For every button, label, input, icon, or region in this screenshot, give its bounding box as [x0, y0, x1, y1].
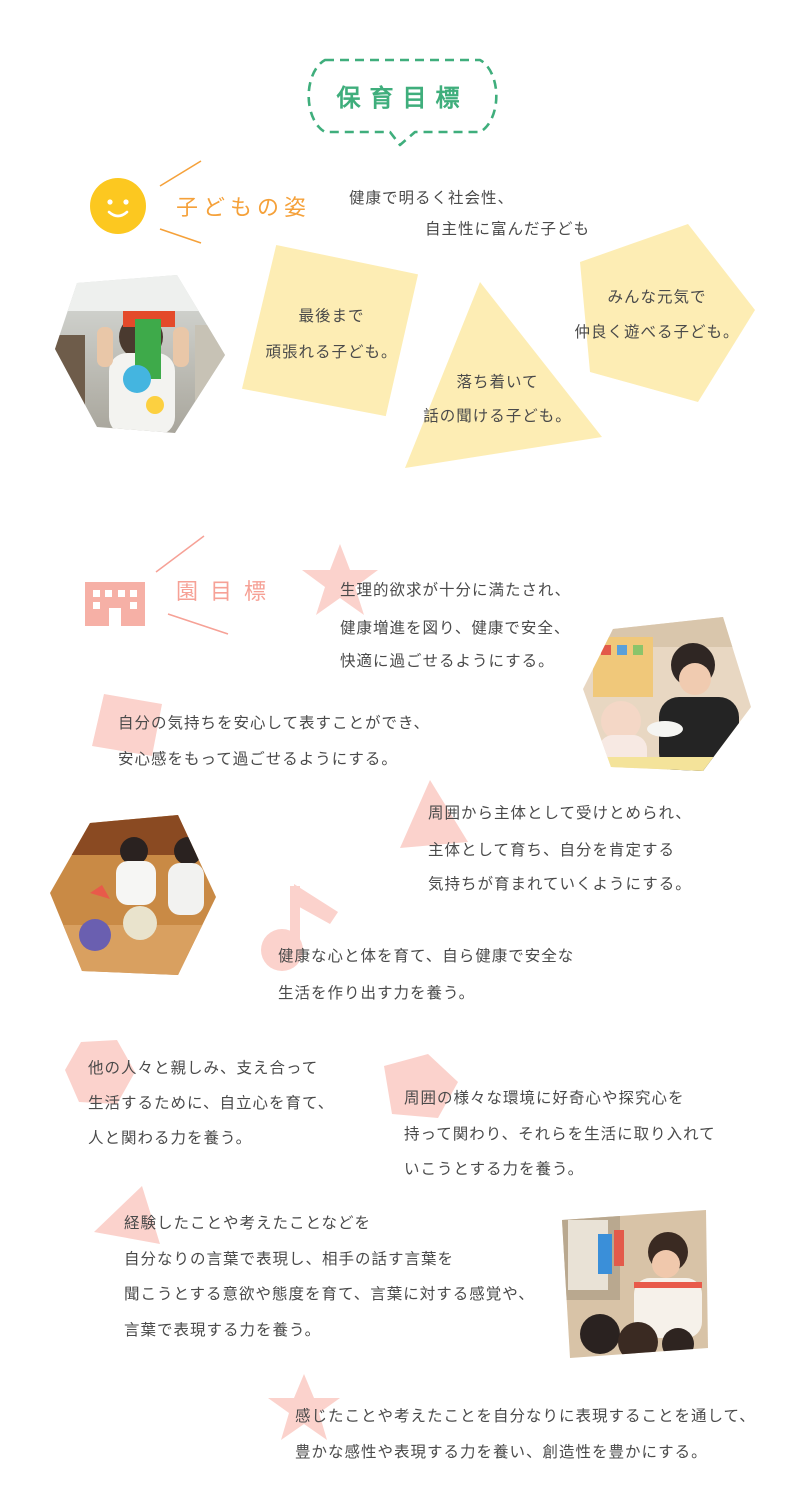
goal-2-line-2: 安心感をもって過ごせるようにする。: [118, 750, 398, 768]
pink-hexagon-shape: [65, 1040, 135, 1106]
goal-7-line-3: 聞こうとする意欲や態度を育て、言葉に対する感覚や、: [124, 1285, 535, 1303]
pink-pentagon-shape: [384, 1054, 460, 1120]
pink-star-shape-2: [268, 1372, 342, 1444]
heading-accent-lines: [155, 158, 210, 248]
goal-7-line-4: 言葉で表現する力を養う。: [124, 1321, 322, 1339]
goal-5-line-2: 生活するために、自立心を育て、: [88, 1094, 335, 1112]
goal-8-line-2: 豊かな感性や表現する力を養い、創造性を豊かにする。: [295, 1443, 708, 1461]
goal-6-line-3: いこうとする力を養う。: [404, 1160, 585, 1178]
yellow-square-shape: [240, 245, 422, 423]
goal-3-line-1: 周囲から主体として受けとめられ、: [428, 804, 692, 822]
goal-7-line-2: 自分なりの言葉で表現し、相手の話す言葉を: [124, 1250, 455, 1268]
shape-text-2a: 落ち着いて: [456, 373, 539, 391]
shape-text-2b: 話の聞ける子ども。: [423, 407, 572, 425]
photo-child-artwork: [55, 275, 227, 435]
photo-children-balls: [50, 815, 218, 977]
yellow-triangle-shape: [405, 282, 605, 470]
goal-3-line-3: 気持ちが育まれていくようにする。: [428, 875, 692, 893]
title-bubble: [295, 52, 510, 150]
goal-6-line-2: 持って関わり、それらを生活に取り入れて: [404, 1125, 716, 1143]
goal-5-line-3: 人と関わる力を養う。: [88, 1129, 253, 1147]
children-intro-line-2: 自主性に富んだ子ども: [425, 220, 591, 238]
page-title: 保育目標: [336, 84, 469, 112]
pink-triangle-shape-2: [94, 1186, 164, 1250]
shape-text-3a: みんな元気で: [607, 288, 707, 306]
shape-text-3b: 仲良く遊べる子ども。: [574, 323, 740, 341]
pink-star-shape: [300, 540, 380, 620]
shape-text-1a: 最後まで: [298, 307, 365, 325]
goals-heading: 園目標: [176, 580, 279, 605]
goal-4-line-2: 生活を作り出す力を養う。: [278, 984, 476, 1002]
yellow-pentagon-shape: [580, 222, 758, 404]
goal-4-line-1: 健康な心と体を育て、自ら健康で安全な: [278, 947, 575, 965]
goal-8-line-1: 感じたことや考えたことを自分なりに表現することを通して、: [295, 1407, 756, 1425]
goals-heading-accent-lines: [150, 532, 235, 640]
photo-teacher-class: [560, 1210, 710, 1358]
shape-text-1b: 頑張れる子ども。: [265, 343, 398, 361]
sun-smile-icon: [88, 176, 148, 236]
goal-6-line-1: 周囲の様々な環境に好奇心や探究心を: [404, 1089, 685, 1107]
photo-teacher-baby: [583, 617, 753, 773]
pink-triangle-shape: [400, 780, 470, 850]
building-icon: [85, 578, 145, 626]
goal-3-line-2: 主体として育ち、自分を肯定する: [428, 841, 676, 859]
children-intro-line-1: 健康で明るく社会性、: [349, 189, 515, 207]
goal-1-line-3: 快適に過ごせるようにする。: [340, 652, 555, 670]
goal-1-line-1: 生理的欲求が十分に満たされ、: [340, 581, 572, 599]
goal-2-line-1: 自分の気持ちを安心して表すことができ、: [118, 714, 430, 732]
pink-note-shape: [258, 882, 342, 974]
children-heading: 子どもの姿: [176, 196, 312, 221]
goal-5-line-1: 他の人々と親しみ、支え合って: [88, 1059, 319, 1077]
pink-square-shape: [92, 694, 164, 756]
goal-1-line-2: 健康増進を図り、健康で安全、: [340, 619, 571, 637]
goal-7-line-1: 経験したことや考えたことなどを: [124, 1214, 372, 1232]
